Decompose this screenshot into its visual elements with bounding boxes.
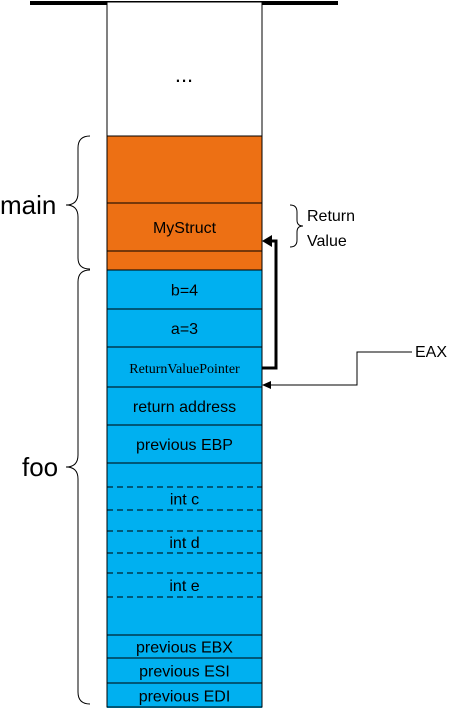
stack-cell-2 [107, 251, 262, 270]
eax-arrowhead [262, 381, 271, 389]
stack-cells-border [106, 135, 263, 708]
return-pointer-arrow [262, 239, 278, 370]
main-region-label: main [0, 190, 56, 220]
return-value-brace [289, 204, 304, 248]
stack-cell-15 [107, 635, 262, 658]
stack-cell-11 [107, 531, 262, 553]
stack-cell-7 [107, 425, 262, 463]
stack-cell-3 [107, 270, 262, 309]
stack-cell-6 [107, 387, 262, 425]
foo-brace [65, 269, 91, 705]
stack-cell-4 [107, 309, 262, 347]
stack-cell-5 [107, 347, 262, 387]
stack-cell-label-15: previous EBX [136, 640, 233, 657]
stack-cell-label-16: previous ESI [139, 664, 230, 681]
stack-cell-label-13: int e [169, 578, 199, 595]
stack-cell-9 [107, 487, 262, 510]
return-pointer-arrowhead [262, 235, 272, 247]
stack-cell-label-7: previous EBP [136, 437, 233, 454]
ellipsis-label: ... [175, 62, 193, 87]
return-value-label-line2: Value [307, 233, 347, 250]
stack-cell-label-6: return address [133, 399, 236, 416]
stack-cell-label-4: a=3 [171, 321, 198, 338]
return-value-label-line1: Return [307, 208, 355, 225]
stack-cell-16 [107, 658, 262, 683]
eax-label: EAX [415, 344, 447, 361]
stack-cell-8 [107, 463, 262, 487]
stack-cell-1 [107, 203, 262, 251]
foo-region-label: foo [22, 452, 58, 482]
stack-cell-12 [107, 553, 262, 573]
stack-cell-17 [107, 683, 262, 708]
stack-cell-label-3: b=4 [171, 283, 198, 300]
stack-cell-13 [107, 573, 262, 597]
stack-cell-label-11: int d [169, 535, 199, 552]
stack-cell-label-9: int c [170, 492, 199, 509]
stack-cell-10 [107, 510, 262, 531]
main-brace [65, 135, 91, 270]
eax-connector [270, 351, 412, 386]
stack-cell-label-17: previous EDI [139, 689, 231, 706]
stack-cell-0 [107, 136, 262, 203]
stack-cell-14 [107, 597, 262, 635]
stack-cell-label-5: ReturnValuePointer [129, 362, 240, 377]
stack-cell-label-1: MyStruct [153, 220, 217, 237]
